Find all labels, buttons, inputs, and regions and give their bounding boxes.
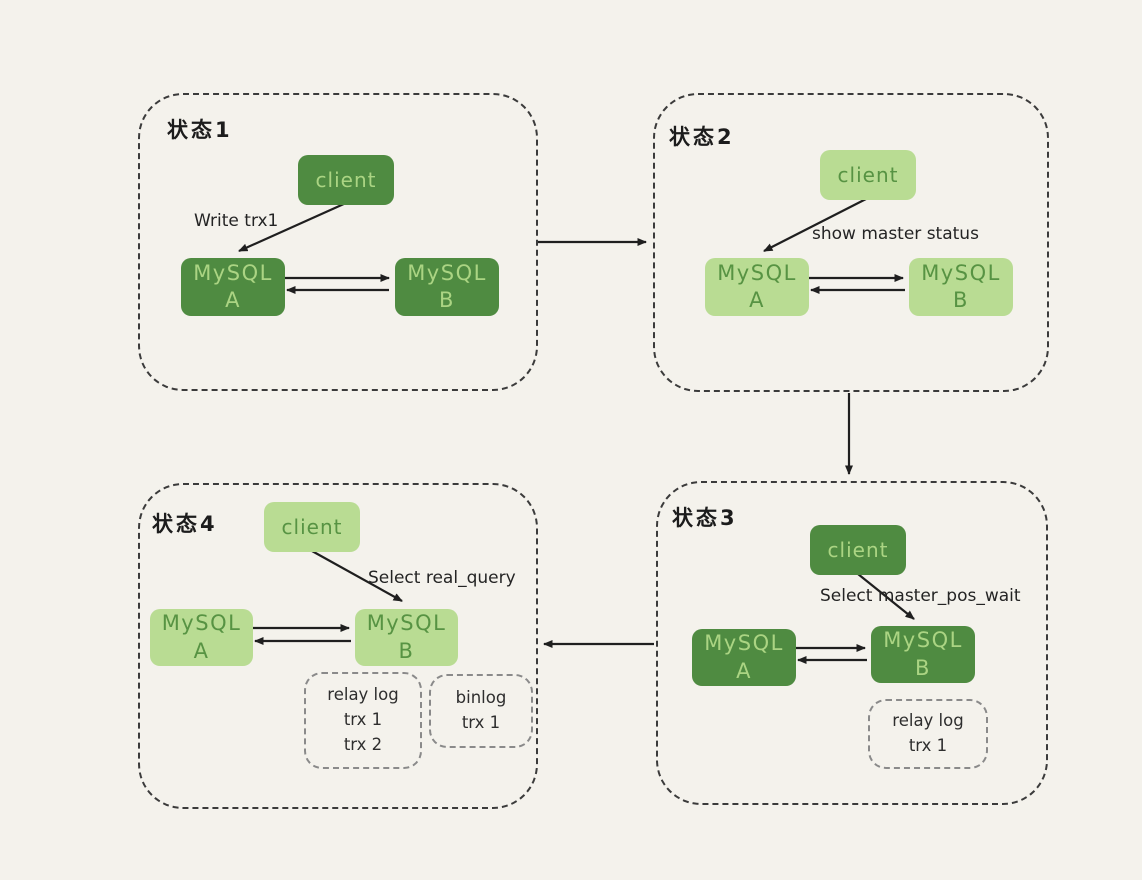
state-2-action-label: show master status	[812, 224, 979, 244]
mysql-b-title: MySQL	[366, 611, 447, 636]
mysql-a-letter: A	[225, 288, 241, 312]
log-line: trx 1	[908, 736, 948, 755]
mysql-b-letter: B	[953, 288, 969, 312]
mysql-b-title: MySQL	[883, 628, 963, 653]
client-node-label: client	[827, 538, 889, 562]
state-3-label: 状态3	[672, 506, 738, 530]
state-4-binlog-box: binlog trx 1	[429, 674, 533, 748]
mysql-a-title: MySQL	[704, 631, 784, 656]
mysql-a-letter: A	[749, 288, 765, 312]
state-4-label: 状态4	[152, 512, 218, 536]
log-line: trx 1	[343, 710, 383, 730]
state-4-panel: 状态4 client Select real_query MySQL A MyS…	[138, 483, 538, 809]
state-2-panel: 状态2 client show master status MySQL A My…	[653, 93, 1049, 392]
state-3-mysql-a-node: MySQL A	[692, 629, 796, 686]
state-1-action-label: Write trx1	[194, 211, 279, 231]
state-1-label: 状态1	[167, 118, 233, 142]
state-4-mysql-b-node: MySQL B	[355, 609, 458, 666]
state-3-client-node: client	[810, 525, 906, 575]
mysql-b-letter: B	[439, 288, 455, 312]
state-3-mysql-b-node: MySQL B	[871, 626, 975, 683]
state-1-mysql-b-node: MySQL B	[395, 258, 499, 316]
mysql-a-title: MySQL	[161, 611, 242, 636]
state-3-action-label: Select master_pos_wait	[820, 586, 1021, 606]
state-3-relay-log-box: relay log trx 1	[868, 699, 988, 769]
log-title: binlog	[455, 688, 507, 708]
client-node-label: client	[281, 515, 343, 539]
log-title: relay log	[327, 685, 399, 705]
state-4-action-label: Select real_query	[368, 568, 516, 588]
state-3-panel: 状态3 client Select master_pos_wait MySQL …	[656, 481, 1048, 805]
client-node-label: client	[837, 163, 899, 187]
state-2-mysql-b-node: MySQL B	[909, 258, 1013, 316]
state-4-client-node: client	[264, 502, 360, 552]
state-4-relay-log-box: relay log trx 1 trx 2	[304, 672, 422, 769]
mysql-b-title: MySQL	[407, 260, 487, 285]
log-line: trx 2	[343, 734, 383, 754]
log-line: trx 1	[461, 713, 501, 732]
log-title: relay log	[892, 711, 964, 731]
state-2-label: 状态2	[669, 125, 735, 149]
state-2-client-node: client	[820, 150, 916, 200]
state-1-mysql-a-node: MySQL A	[181, 258, 285, 316]
mysql-b-letter: B	[915, 655, 931, 680]
mysql-a-title: MySQL	[717, 260, 797, 285]
mysql-a-title: MySQL	[193, 260, 273, 285]
client-node-label: client	[315, 168, 377, 192]
mysql-b-letter: B	[398, 638, 415, 663]
state-1-client-node: client	[298, 155, 394, 205]
state-4-mysql-a-node: MySQL A	[150, 609, 253, 666]
state-2-mysql-a-node: MySQL A	[705, 258, 809, 316]
mysql-b-title: MySQL	[921, 260, 1001, 285]
mysql-a-letter: A	[193, 638, 210, 663]
mysql-a-letter: A	[736, 658, 752, 683]
state-1-panel: 状态1 client Write trx1 MySQL A MySQL B	[138, 93, 538, 391]
